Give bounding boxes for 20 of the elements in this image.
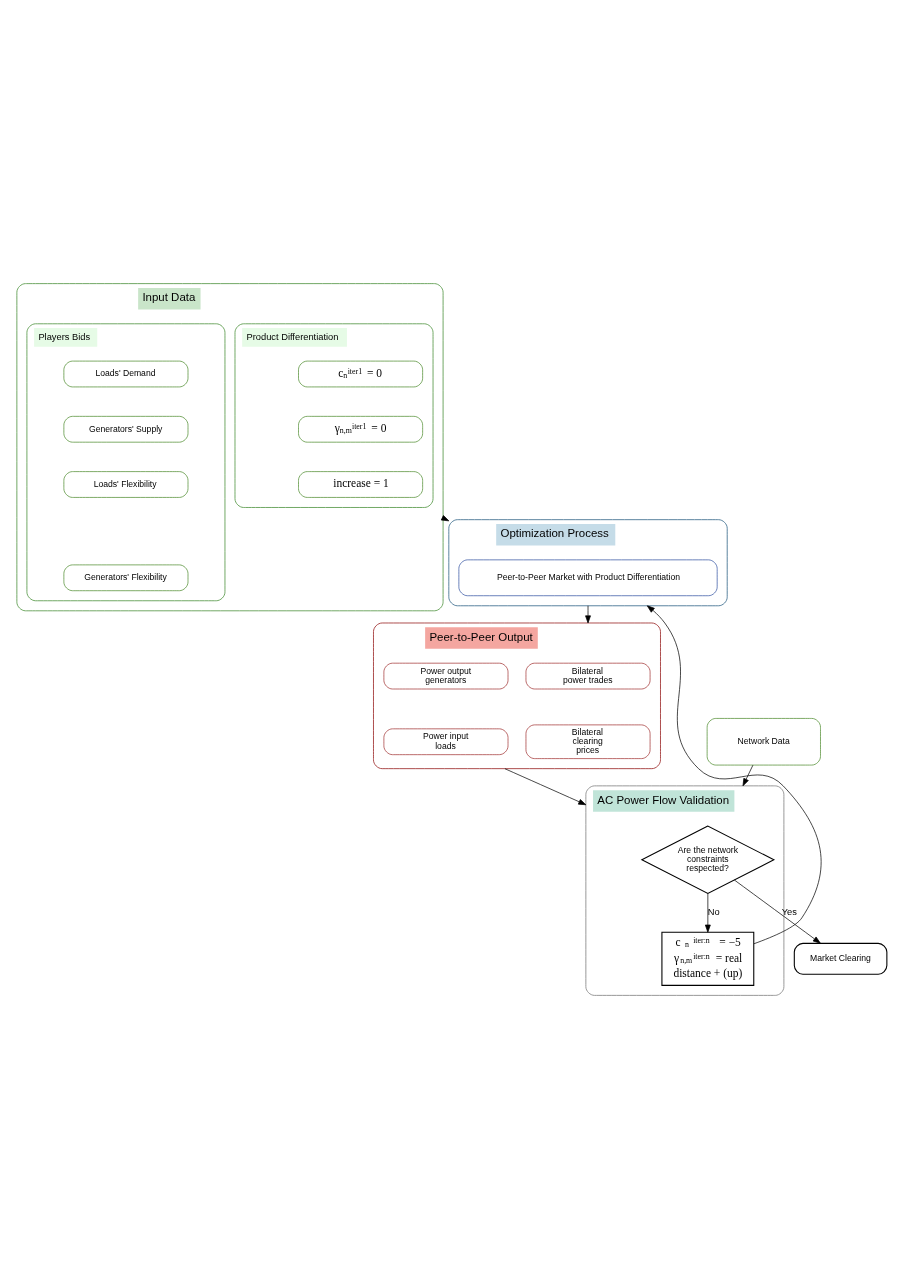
node-box: Market Clearing [793,942,888,975]
node-box: Bilateral clearing prices [525,724,651,759]
arrow [742,764,754,787]
node-box: Loads' Flexibility [63,471,189,498]
arrow [734,879,821,944]
node-diamond: Are the network constraints respected? [640,825,776,895]
node-box: increase = 1 [298,471,423,498]
node-box: Power output generators [383,662,509,690]
arrow [504,768,587,806]
node-box: Generators' Flexibility [63,564,189,592]
node-box: Loads' Demand [63,360,189,388]
node-box: Peer-to-Peer Market with Product Differentiation [458,559,718,597]
node-box: Bilateral power trades [525,662,651,690]
arrow [585,605,591,624]
edge-label: No [707,907,720,918]
arrow [704,893,711,933]
node-box: Power input loads [383,728,509,755]
arrow [646,605,822,945]
node-box: Network Data [706,718,821,766]
node-box: Generators' Supply [63,416,189,443]
